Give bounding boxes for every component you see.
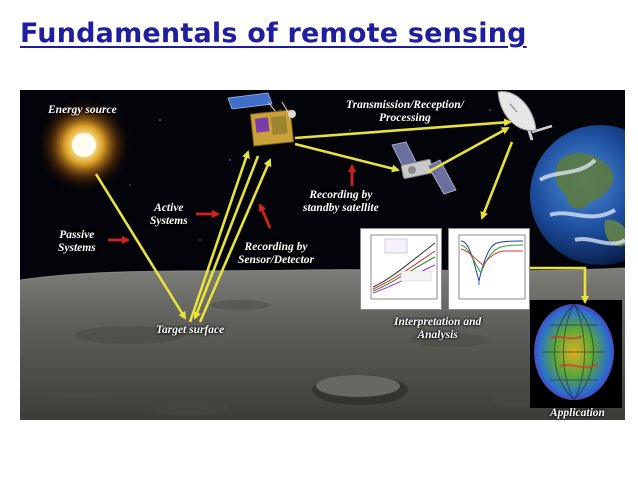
label-passive-systems: Passive Systems bbox=[58, 229, 96, 254]
station-to-analysis-arrow bbox=[480, 141, 514, 220]
analysis-to-application-arrow bbox=[528, 266, 589, 304]
label-application: Application bbox=[550, 407, 605, 419]
label-pointer-arrows bbox=[108, 164, 356, 244]
slide-title: Fundamentals of remote sensing bbox=[20, 18, 527, 49]
remote-sensing-diagram: Energy source Passive Systems Active Sys… bbox=[20, 90, 625, 420]
label-interpretation: Interpretation and Analysis bbox=[394, 316, 482, 341]
sensor-to-standby-arrow bbox=[294, 142, 400, 173]
label-transmission: Transmission/Reception/ Processing bbox=[346, 99, 464, 124]
target-to-sensor-arrow-2 bbox=[198, 158, 272, 323]
sun-icon bbox=[36, 97, 132, 193]
label-target-surface: Target surface bbox=[156, 324, 225, 336]
sensor-satellite-icon bbox=[227, 92, 296, 147]
label-recording-sensor: Recording by Sensor/Detector bbox=[238, 241, 315, 266]
label-energy-source: Energy source bbox=[48, 104, 117, 116]
target-to-sensor-arrow-1 bbox=[188, 150, 250, 323]
spectral-chart-right bbox=[448, 228, 530, 310]
scene-illustration bbox=[20, 90, 625, 420]
sensor-to-target-arrow bbox=[193, 155, 260, 320]
sun-to-target-arrow bbox=[94, 173, 187, 320]
sensor-pointer bbox=[258, 203, 272, 229]
application-globe-icon bbox=[530, 300, 622, 408]
label-active-systems: Active Systems bbox=[150, 202, 188, 227]
standby-to-station-arrow bbox=[427, 126, 510, 174]
label-recording-satellite: Recording by standby satellite bbox=[303, 189, 379, 214]
ground-station-dish-icon bbox=[497, 91, 553, 141]
stars bbox=[129, 109, 491, 241]
earth-icon bbox=[530, 125, 625, 265]
spectral-chart-left bbox=[360, 228, 442, 310]
sensor-to-station-arrow bbox=[294, 118, 512, 140]
signal-arrows bbox=[94, 118, 589, 323]
